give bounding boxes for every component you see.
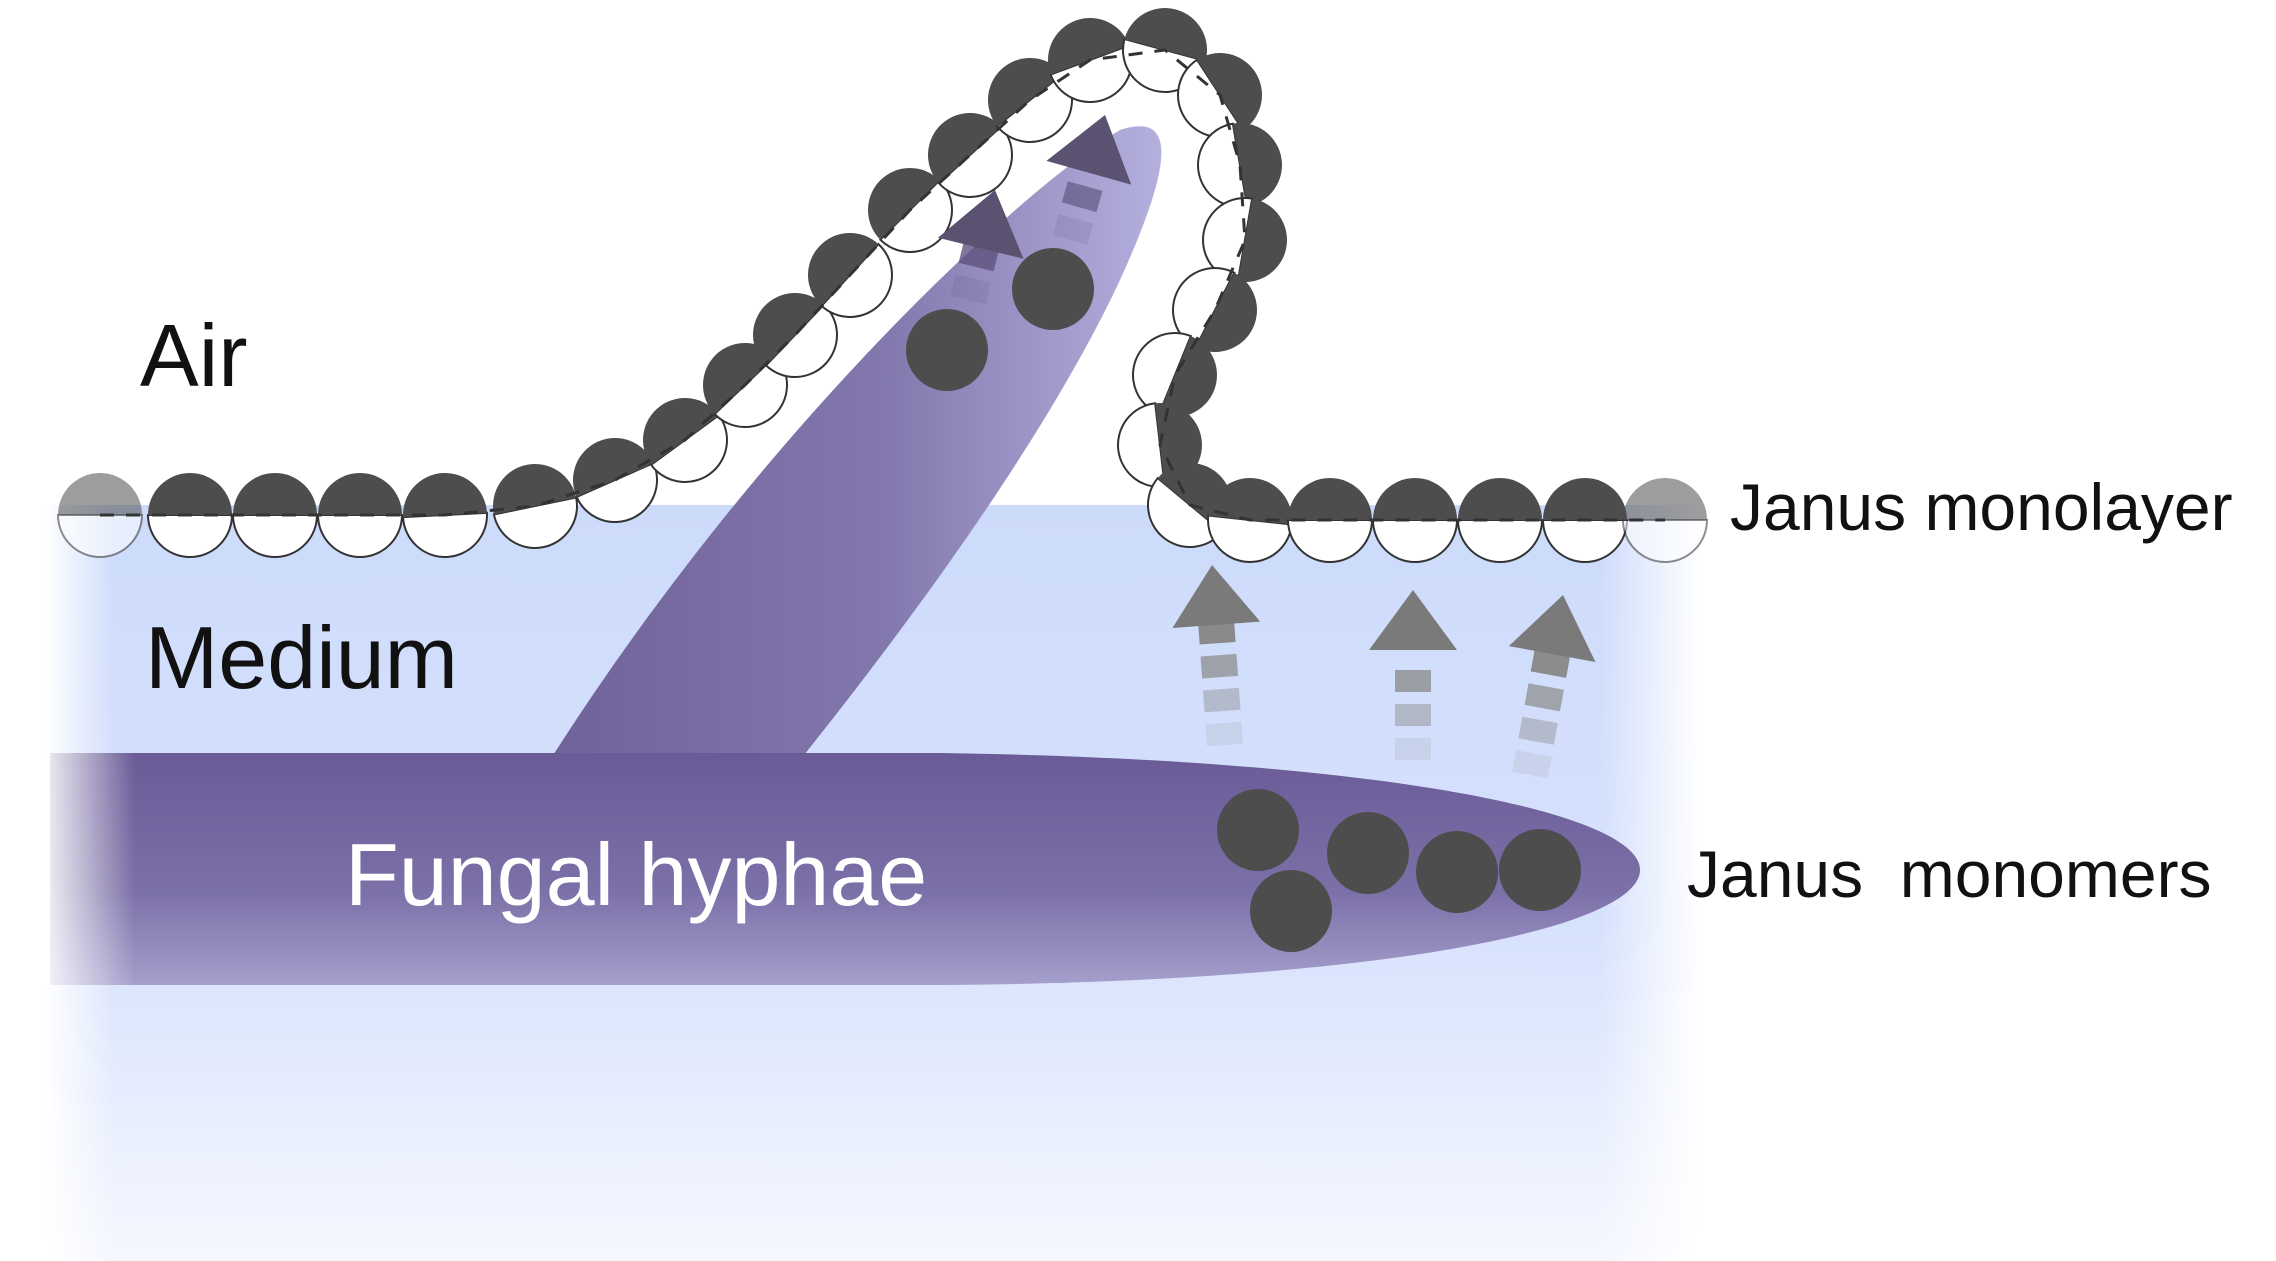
- transport-arrows: [937, 114, 1596, 779]
- janus-particle: [1207, 478, 1293, 563]
- janus-particle: [928, 113, 1013, 198]
- monomer-particle: [1499, 829, 1581, 911]
- janus-particle: [402, 473, 488, 558]
- monomer-particle: [1327, 812, 1409, 894]
- dashed-arrow: [1508, 595, 1596, 779]
- janus-particle: [1202, 197, 1287, 283]
- janus-particle: [1621, 478, 1709, 563]
- dashed-arrow: [1172, 564, 1261, 747]
- janus-monolayer: [56, 8, 1709, 563]
- janus-particle: [316, 473, 404, 558]
- janus-particle: [1371, 478, 1459, 563]
- janus-particle: [753, 293, 838, 378]
- monomer-particle: [1416, 831, 1498, 913]
- janus-particle: [1286, 478, 1374, 563]
- monomer-particle: [1012, 248, 1094, 330]
- janus-particle: [1541, 478, 1629, 563]
- label-janus-monolayer: Janus monolayer: [1730, 470, 2233, 544]
- janus-particle: [146, 473, 234, 558]
- janus-particle: [988, 58, 1073, 143]
- dashed-arrow: [937, 190, 1024, 305]
- label-fungal-hyphae: Fungal hyphae: [345, 825, 927, 924]
- hypha-branch: [550, 126, 1162, 760]
- label-air: Air: [140, 306, 248, 405]
- interface-line: [100, 48, 1665, 522]
- janus-monomers: [906, 248, 1581, 952]
- janus-particle: [573, 438, 658, 523]
- janus-particle: [56, 473, 144, 558]
- monomer-particle: [1217, 789, 1299, 871]
- janus-particle: [1048, 18, 1133, 103]
- janus-particle: [643, 398, 728, 483]
- janus-particle: [1456, 478, 1544, 563]
- monomer-particle: [906, 309, 988, 391]
- dashed-arrow: [1369, 590, 1457, 760]
- janus-particle: [808, 233, 893, 318]
- janus-particle: [1172, 267, 1257, 352]
- monomer-particle: [1250, 870, 1332, 952]
- dashed-arrow: [1046, 114, 1132, 245]
- label-janus-monomers: Janus monomers: [1687, 837, 2212, 911]
- label-medium: Medium: [145, 608, 458, 707]
- janus-particle: [492, 464, 578, 549]
- janus-particle: [231, 473, 319, 558]
